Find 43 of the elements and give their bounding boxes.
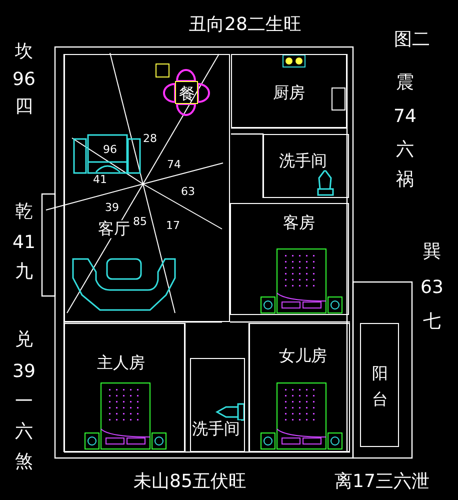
- room-outline: [190, 358, 245, 452]
- direction-label: 图二: [394, 30, 430, 50]
- direction-label: 96: [12, 70, 36, 90]
- sector-number: 39: [104, 202, 120, 214]
- room-name: 主人房: [96, 354, 146, 372]
- direction-label: 一: [15, 392, 33, 412]
- room-name: 洗手间: [278, 152, 328, 170]
- room-outline: [263, 134, 349, 198]
- direction-label: 乾: [15, 202, 33, 222]
- direction-label: 七: [423, 312, 441, 332]
- direction-label: 六: [15, 422, 33, 442]
- direction-label: 丑向28二生旺: [188, 15, 302, 35]
- direction-label: 41: [12, 233, 36, 253]
- direction-label: 祸: [396, 170, 414, 190]
- direction-label: 震: [396, 73, 414, 93]
- room-name: 客房: [282, 214, 316, 232]
- dining-table: [175, 81, 198, 104]
- direction-label: 巽: [423, 242, 441, 262]
- direction-label: 坎: [15, 42, 33, 62]
- room-outline: [64, 323, 185, 452]
- direction-label: 63: [420, 278, 444, 298]
- room-name: 餐: [178, 85, 196, 103]
- room-name: 洗手间: [191, 420, 241, 438]
- direction-label: 九: [15, 262, 33, 282]
- direction-label: 74: [394, 107, 416, 127]
- sector-number: 63: [180, 186, 196, 198]
- sector-number: 96: [102, 144, 118, 156]
- sector-number: 28: [142, 132, 158, 146]
- room-name: 厨房: [272, 84, 306, 102]
- room-outline: [360, 323, 399, 447]
- room-name: 客厅: [97, 220, 131, 238]
- direction-label: 六: [396, 140, 414, 160]
- room-outline: [249, 323, 350, 452]
- direction-label: 39: [12, 362, 36, 382]
- direction-label: 四: [15, 97, 33, 117]
- room-outline: [231, 54, 347, 128]
- direction-label: 煞: [15, 452, 33, 472]
- sector-number: 85: [132, 216, 148, 228]
- room-name: 女儿房: [278, 347, 328, 365]
- direction-label: 离17三六泄: [334, 472, 430, 492]
- direction-label: 兑: [15, 330, 33, 350]
- room-outline: [230, 203, 349, 315]
- direction-label: 未山85五伏旺: [134, 472, 246, 492]
